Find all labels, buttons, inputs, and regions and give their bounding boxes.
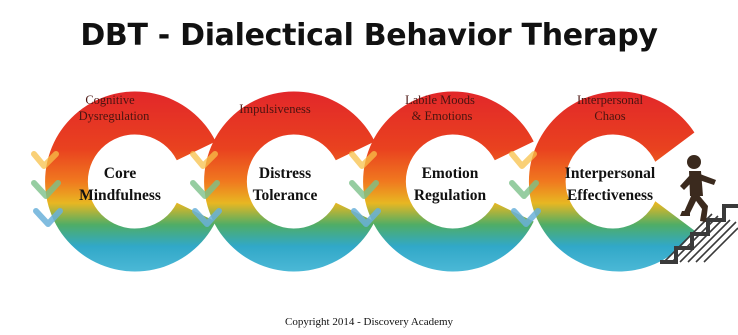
ring-1 <box>45 91 216 272</box>
problem-label: & Emotions <box>412 109 473 123</box>
chevron-arrow-icon <box>349 151 381 227</box>
problem-label: Dysregulation <box>79 109 151 123</box>
problem-label: Impulsiveness <box>239 102 311 116</box>
skill-label: Emotion <box>422 165 479 182</box>
climbing-person-icon <box>680 155 716 222</box>
copyright-notice: Copyright 2014 - Discovery Academy <box>284 316 454 328</box>
skill-label: Tolerance <box>253 187 318 204</box>
ring-2 <box>204 91 375 272</box>
skill-label: Interpersonal <box>565 165 656 182</box>
diagram-title: DBT - Dialectical Behavior Therapy <box>80 18 658 53</box>
chevron-arrow-icon <box>509 151 541 227</box>
chevron-arrow-icon <box>190 151 222 227</box>
skill-label: Distress <box>259 165 311 182</box>
skill-label: Mindfulness <box>79 187 161 204</box>
ring-4 <box>528 91 695 272</box>
problem-label: Chaos <box>594 109 625 123</box>
problem-label: Interpersonal <box>577 93 643 107</box>
skill-label: Effectiveness <box>567 187 653 204</box>
staircase-icon <box>660 204 738 264</box>
chevron-arrow-icon <box>31 151 63 227</box>
skill-label: Core <box>104 165 137 182</box>
ring-3 <box>363 91 534 272</box>
problem-label: Labile Moods <box>405 93 475 107</box>
skill-label: Regulation <box>414 187 487 204</box>
problem-label: Cognitive <box>85 93 135 107</box>
